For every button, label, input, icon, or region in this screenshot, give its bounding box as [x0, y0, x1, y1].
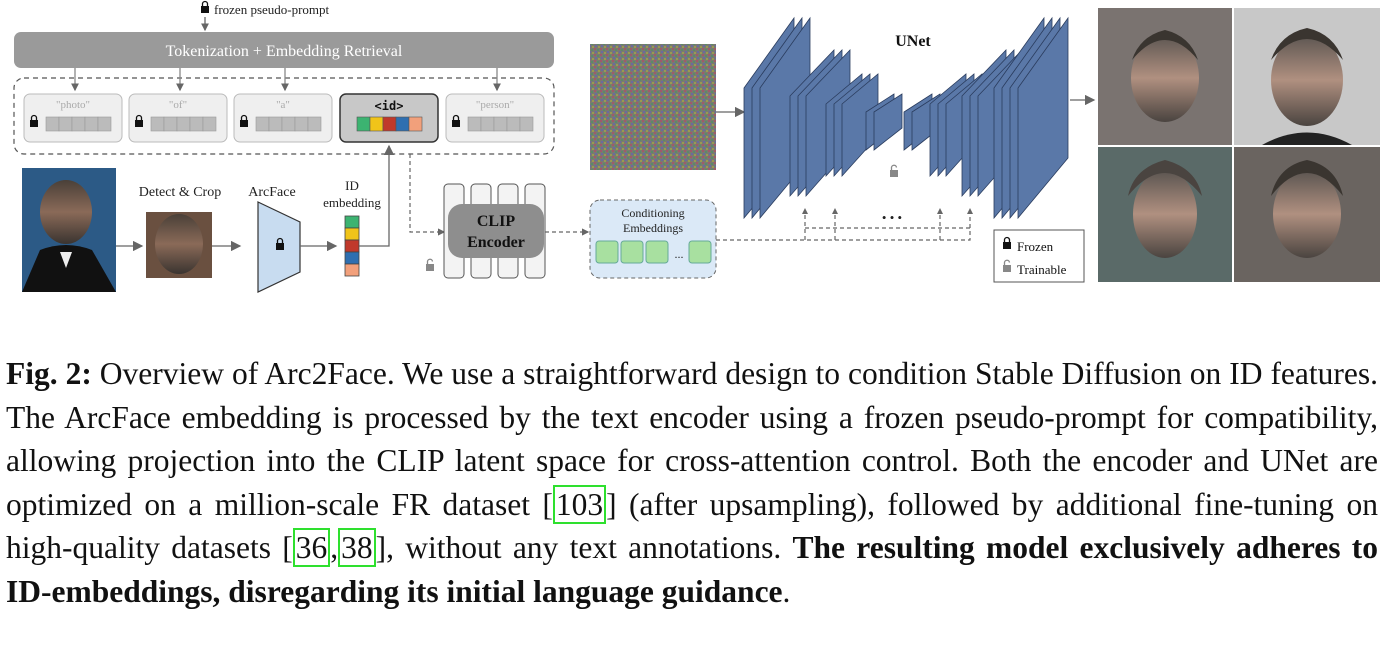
- token-a: "a": [233, 93, 333, 143]
- unet-dots: • • •: [882, 210, 902, 225]
- noise-latent: [590, 44, 716, 170]
- frozen-prompt-lock-icon: [201, 0, 209, 13]
- conditioning-label-line2: Embeddings: [623, 221, 683, 235]
- legend-trainable: Trainable: [1017, 262, 1067, 277]
- caption-text-3: ,: [330, 530, 339, 565]
- id-token-embedding: [356, 116, 423, 132]
- token-container: [13, 77, 555, 155]
- output-face-3: [1098, 147, 1232, 282]
- citation-link[interactable]: 38: [338, 528, 376, 567]
- svg-text:"a": "a": [276, 99, 290, 111]
- unet-blocks: [743, 16, 1069, 220]
- trainable-unlock-icon: [1003, 265, 1011, 272]
- citation-link[interactable]: 103: [552, 484, 607, 524]
- output-faces: [1098, 8, 1380, 282]
- id-embedding-label-line2: embedding: [323, 195, 381, 210]
- figure-label: Fig. 2:: [6, 356, 92, 391]
- caption-text-2: ] (after upsampling), followed by additi…: [6, 486, 1378, 566]
- conditioning-embeddings: Conditioning Embeddings ...: [589, 199, 717, 279]
- svg-text:<id>: <id>: [375, 99, 404, 113]
- svg-text:"photo": "photo": [56, 99, 90, 111]
- legend: Frozen Trainable: [993, 229, 1085, 283]
- output-face-4: [1234, 147, 1380, 282]
- arcface-label: ArcFace: [248, 185, 295, 200]
- svg-text:"of": "of": [169, 99, 187, 111]
- output-face-1: [1098, 8, 1232, 145]
- citation-link[interactable]: 36: [292, 528, 331, 567]
- unet-label: UNet: [895, 33, 931, 50]
- svg-text:...: ...: [675, 247, 684, 261]
- arcface-network: [257, 201, 301, 293]
- detect-crop-label: Detect & Crop: [139, 185, 221, 200]
- caption-bold-statement: The resulting model exclusively adheres …: [6, 530, 1379, 609]
- legend-frozen: Frozen: [1017, 239, 1054, 254]
- unet-unlock-icon: [890, 164, 898, 177]
- clip-unlock-icon: [426, 258, 434, 271]
- token-person: "person": [445, 93, 545, 143]
- clip-label-line2: Encoder: [467, 234, 525, 251]
- token-photo: "photo": [23, 93, 123, 143]
- token-id: <id>: [339, 93, 439, 143]
- caption-end: .: [782, 573, 791, 609]
- clip-label-line1: CLIP: [477, 213, 515, 230]
- input-photo: [22, 168, 116, 292]
- id-embedding-vector: [344, 215, 360, 277]
- clip-encoder: CLIP Encoder: [443, 183, 546, 279]
- tokenization-label: Tokenization + Embedding Retrieval: [166, 43, 403, 60]
- frozen-lock-icon: [1003, 242, 1011, 249]
- tokenization-bar: [14, 32, 554, 68]
- arc2face-overview-diagram: frozen pseudo-prompt Tokenization + Embe…: [13, 0, 1380, 293]
- caption-text-1: Overview of Arc2Face. We use a straightf…: [6, 356, 1379, 522]
- cropped-face: [146, 212, 212, 278]
- id-embedding-label-line1: ID: [345, 178, 359, 193]
- conditioning-label-line1: Conditioning: [621, 206, 684, 220]
- svg-text:"person": "person": [476, 99, 514, 111]
- output-face-2: [1234, 8, 1380, 145]
- figure-caption: Fig. 2: Overview of Arc2Face. We use a s…: [6, 352, 1378, 613]
- caption-text-4: ], without any text annotations.: [375, 530, 793, 565]
- token-of: "of": [128, 93, 228, 143]
- frozen-prompt-label: frozen pseudo-prompt: [214, 2, 330, 17]
- cross-attention-paths: [716, 212, 971, 241]
